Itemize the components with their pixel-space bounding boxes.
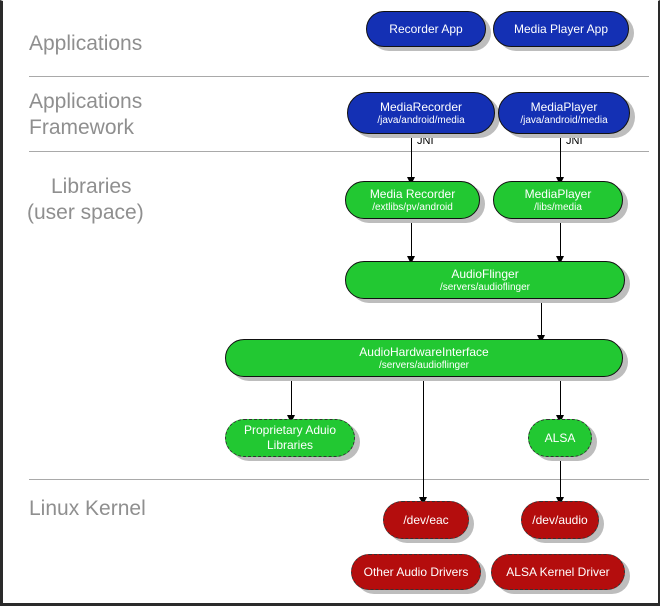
divider-libraries: [29, 479, 649, 480]
arrowhead-mediarecorderlib-audioflinger: [406, 256, 415, 264]
band-label-libraries-line2: (user space): [27, 201, 144, 224]
node-subtitle: /java/android/media: [377, 114, 465, 126]
node-subtitle: /java/android/media: [520, 114, 608, 126]
node-title: ALSA Kernel Driver: [506, 565, 610, 579]
divider-applications: [29, 76, 649, 77]
node-subtitle: /servers/audioflinger: [378, 359, 470, 371]
node-recorder-app[interactable]: Recorder App: [366, 11, 486, 47]
connector-alsa-devaudio: [560, 458, 561, 504]
node-title: Recorder App: [389, 22, 463, 36]
band-label-applications-framework-line2: Framework: [29, 116, 135, 139]
node-media-player-library[interactable]: MediaPlayer /libs/media: [493, 181, 623, 219]
node-audioflinger[interactable]: AudioFlinger /servers/audioflinger: [345, 261, 625, 299]
node-title: MediaPlayer: [524, 186, 592, 201]
node-title: Proprietary Aduio: [243, 423, 337, 437]
band-label-applications: Applications: [29, 32, 143, 55]
node-title: AudioFlinger: [451, 266, 519, 281]
band-label-applications-framework-line1: Applications: [29, 90, 143, 113]
connector-ahi-alsa: [560, 376, 561, 422]
node-dev-audio[interactable]: /dev/audio: [521, 501, 599, 539]
connector-ahi-proprietary: [291, 376, 292, 422]
connector-mediaplayer-jni: [560, 138, 561, 182]
connector-ahi-deveac: [423, 376, 424, 504]
node-title: /dev/audio: [532, 513, 588, 527]
node-title-line2: Libraries: [266, 438, 314, 452]
node-title: ALSA: [544, 431, 576, 445]
band-label-libraries-line1: Libraries: [51, 175, 132, 198]
node-media-recorder-library[interactable]: Media Recorder /extlibs/pv/android: [345, 181, 480, 219]
jni-label-left: JNI: [417, 135, 434, 147]
node-alsa-kernel-driver[interactable]: ALSA Kernel Driver: [491, 554, 625, 590]
node-title: MediaRecorder: [379, 99, 463, 114]
node-title: /dev/eac: [403, 513, 449, 527]
node-title: Other Audio Drivers: [363, 565, 469, 579]
node-dev-eac[interactable]: /dev/eac: [383, 501, 469, 539]
connector-mediarecorderlib-audioflinger: [411, 217, 412, 263]
node-mediaplayer-framework[interactable]: MediaPlayer /java/android/media: [498, 92, 630, 134]
node-alsa[interactable]: ALSA: [528, 419, 592, 457]
node-audiohardwareinterface[interactable]: AudioHardwareInterface /servers/audiofli…: [225, 339, 623, 377]
node-title: MediaPlayer: [530, 99, 598, 114]
band-label-linux-kernel: Linux Kernel: [29, 497, 146, 520]
node-title: Media Recorder: [369, 186, 456, 201]
node-subtitle: /extlibs/pv/android: [372, 201, 453, 213]
divider-framework: [29, 151, 649, 152]
arrowhead-mediaplayerlib-audioflinger: [555, 256, 564, 264]
node-other-audio-drivers[interactable]: Other Audio Drivers: [351, 554, 481, 590]
node-title: Media Player App: [513, 22, 609, 36]
connector-audioflinger-audiohardwareinterface: [541, 298, 542, 343]
node-subtitle: /servers/audioflinger: [439, 281, 531, 293]
node-subtitle: /libs/media: [534, 201, 582, 213]
node-proprietary-audio-libraries[interactable]: Proprietary Aduio Libraries: [225, 419, 355, 457]
node-media-player-app[interactable]: Media Player App: [493, 11, 629, 47]
connector-mediaplayerlib-audioflinger: [560, 217, 561, 263]
jni-label-right: JNI: [566, 135, 583, 147]
connector-mediarecorder-jni: [411, 138, 412, 182]
node-title: AudioHardwareInterface: [359, 344, 489, 359]
node-mediarecorder-framework[interactable]: MediaRecorder /java/android/media: [347, 92, 495, 134]
